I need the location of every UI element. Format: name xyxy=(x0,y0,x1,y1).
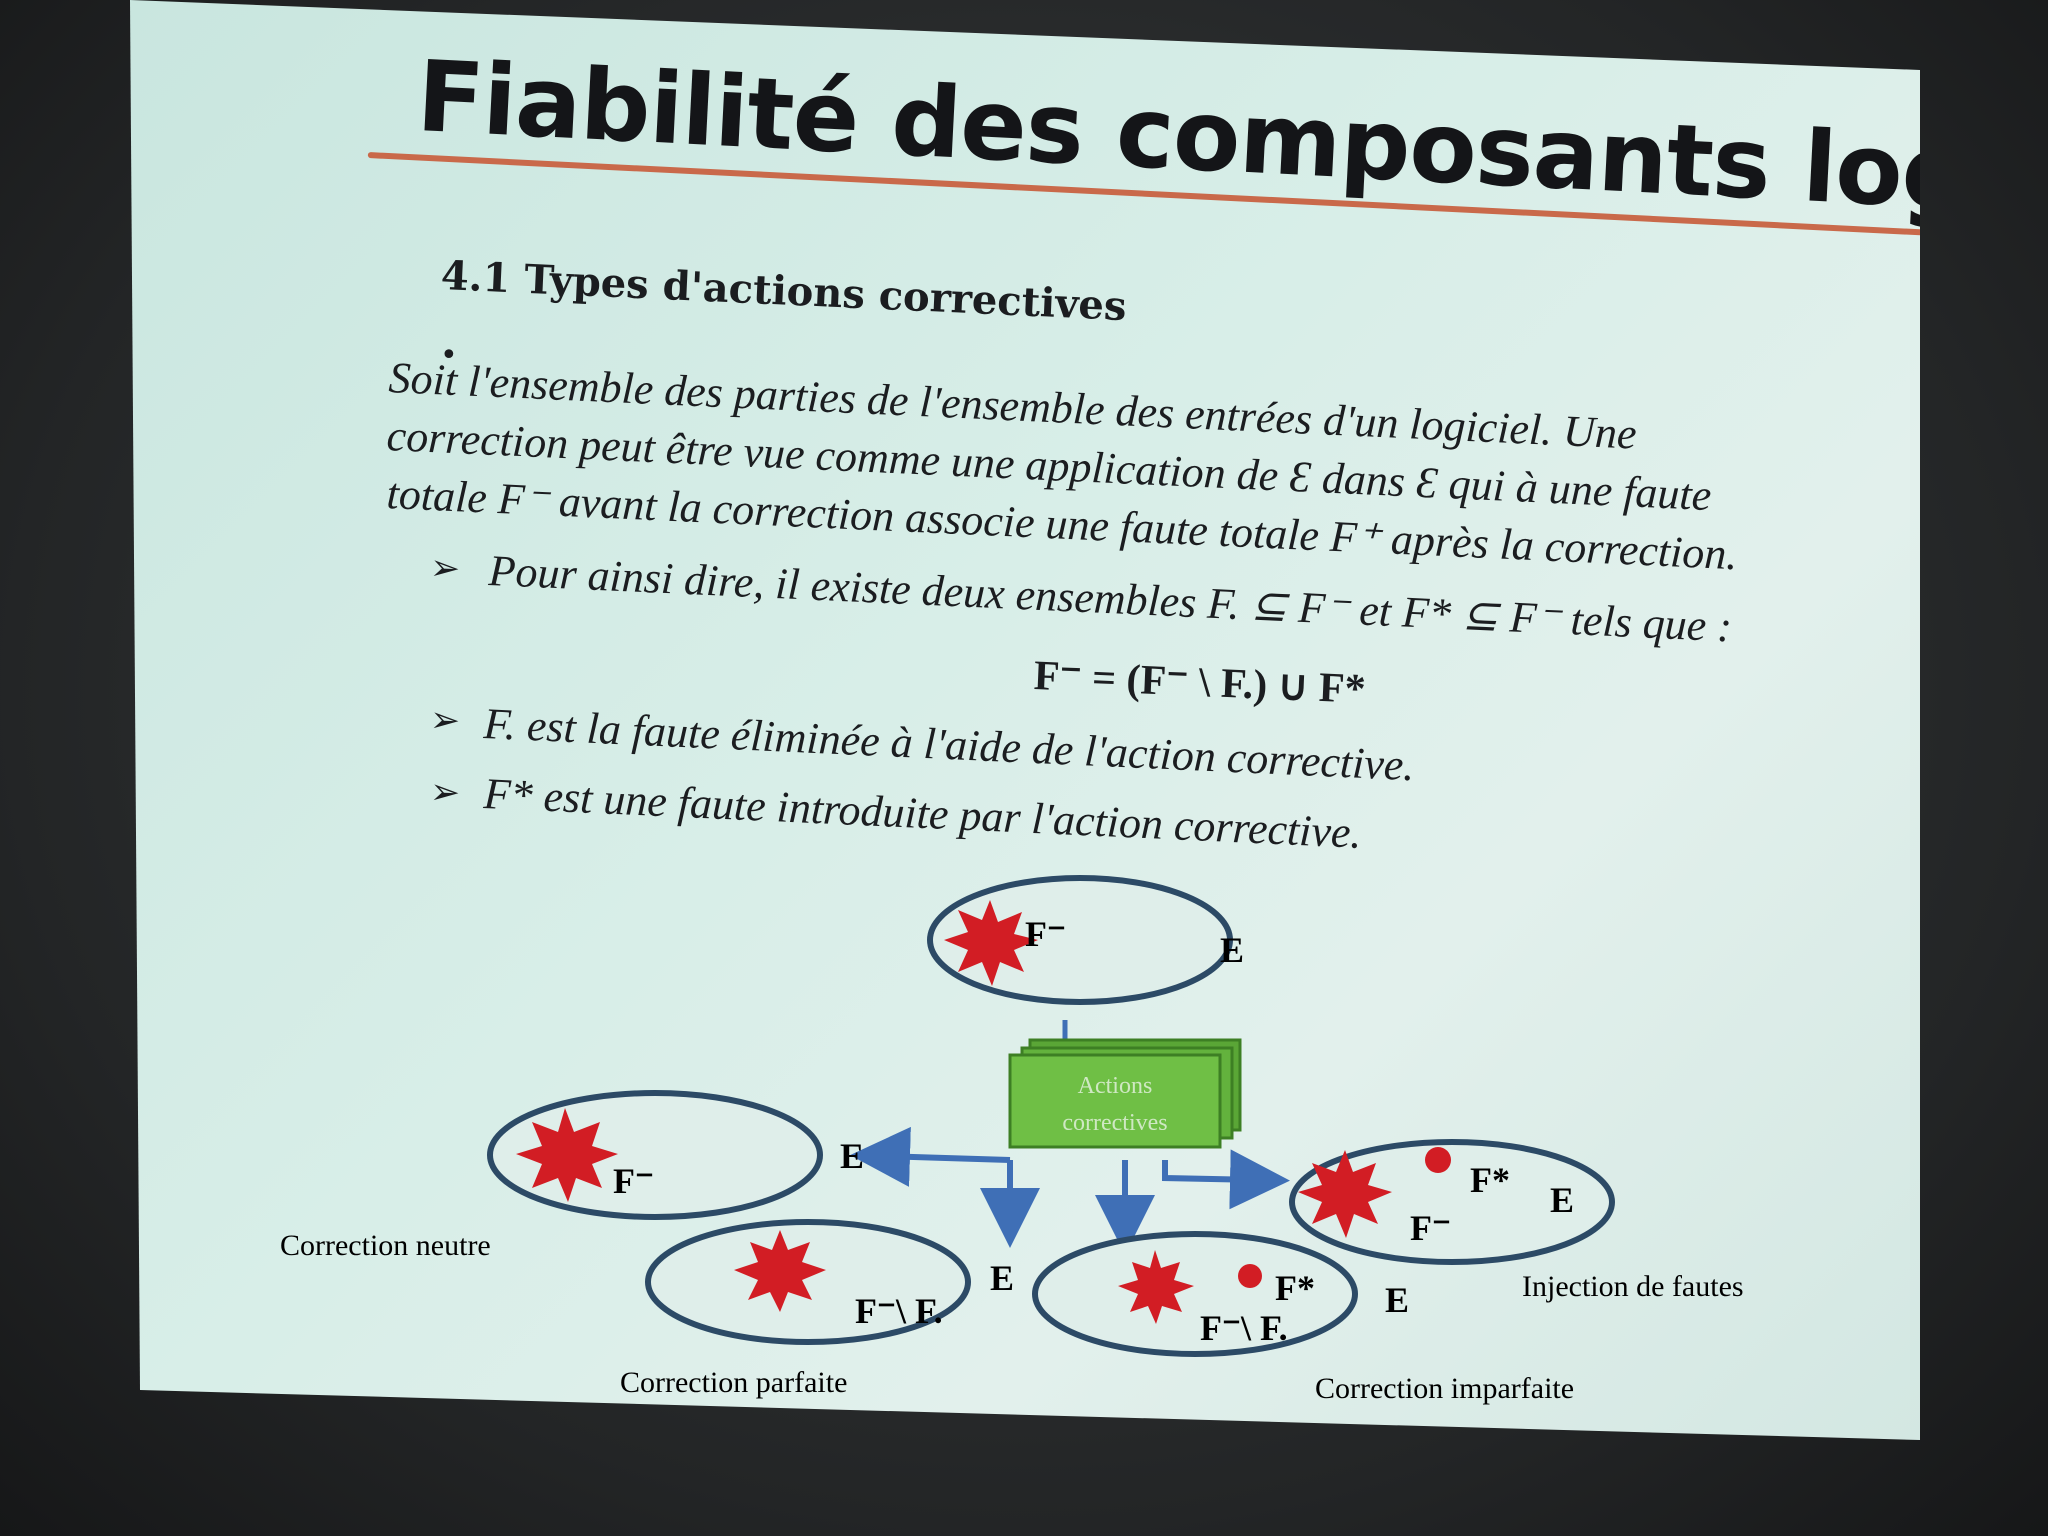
imperfect-set-ellipse xyxy=(1032,1231,1358,1357)
caption-injection: Injection de fautes xyxy=(1522,1270,1744,1303)
fault-burst-imperfect xyxy=(1118,1250,1194,1324)
fault-dot-injection xyxy=(1425,1147,1451,1173)
fault-burst-perfect xyxy=(734,1230,826,1312)
top-set-letter: E xyxy=(1220,930,1244,970)
top-set-label: F⁻ xyxy=(1025,914,1066,954)
perfect-set-letter: E xyxy=(990,1258,1014,1298)
perfect-set-ellipse xyxy=(645,1219,971,1345)
caption-imperfect: Correction imparfaite xyxy=(1315,1372,1574,1405)
neutral-set-letter: E xyxy=(840,1136,864,1176)
imperfect-set-label-2: F⁻\ F. xyxy=(1200,1308,1288,1348)
box-label-line-1: Actions xyxy=(1078,1073,1153,1099)
box-label-line-2: correctives xyxy=(1062,1110,1167,1136)
imperfect-set-label-1: F* xyxy=(1275,1268,1315,1308)
top-set-ellipse xyxy=(927,875,1233,1005)
corrective-actions-box xyxy=(1008,1053,1222,1149)
fault-dot-imperfect xyxy=(1238,1264,1262,1288)
injection-set-label-2: F⁻ xyxy=(1410,1208,1451,1248)
imperfect-set-letter: E xyxy=(1385,1280,1409,1320)
perfect-set-label: F⁻\ F. xyxy=(855,1291,943,1331)
bullet-dot: • xyxy=(440,338,458,373)
fault-burst-injection xyxy=(1298,1150,1392,1238)
fault-burst-top xyxy=(944,900,1038,986)
neutral-set-label: F⁻ xyxy=(613,1161,654,1201)
caption-perfect: Correction parfaite xyxy=(620,1366,847,1399)
injection-set-letter: E xyxy=(1550,1180,1574,1220)
projected-slide: Fiabilité des composants logiciels 4.1 T… xyxy=(130,0,1920,1440)
fault-burst-neutral xyxy=(516,1108,618,1202)
corrective-actions-diagram: F⁻ E Actions correctives F⁻ E Correction… xyxy=(280,875,1744,1405)
caption-neutral: Correction neutre xyxy=(280,1229,491,1262)
injection-set-label-1: F* xyxy=(1470,1160,1510,1200)
